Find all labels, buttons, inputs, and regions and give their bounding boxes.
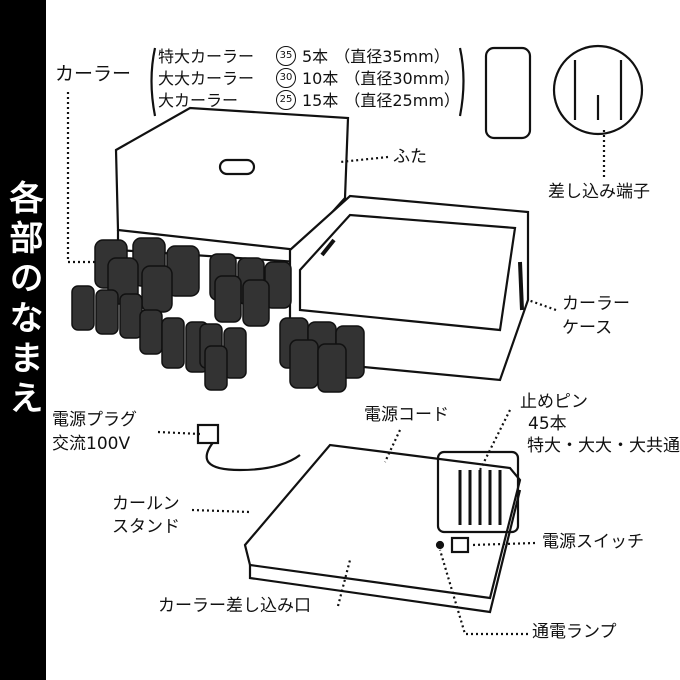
- plug-shape: [196, 423, 220, 445]
- lid-handle: [218, 158, 256, 176]
- lamp-label: 通電ランプ: [532, 622, 617, 642]
- pins-label: 止めピン: [520, 392, 588, 412]
- curler-diameter: （直径25mm）: [344, 91, 460, 110]
- cord-label: 電源コード: [364, 405, 449, 425]
- size-mark: 30: [276, 68, 296, 88]
- curler-count: 15本: [302, 91, 339, 110]
- pins-count: 45本: [528, 414, 567, 434]
- curler-table: 特大カーラー 35 5本 （直径35mm） 大大カーラー 30 10本 （直径3…: [158, 46, 460, 112]
- power-switch-shape: [450, 536, 470, 554]
- curler-detail: [484, 46, 532, 140]
- terminal-label: 差し込み端子: [548, 182, 650, 202]
- stand-label-2: スタンド: [112, 517, 180, 537]
- curler-label: カーラー: [55, 63, 132, 85]
- inlet-label: カーラー差し込み口: [158, 596, 311, 616]
- bracket-right: [458, 47, 465, 117]
- stand-label-1: カールン: [112, 494, 180, 514]
- bracket-left: [150, 47, 157, 117]
- switch-label: 電源スイッチ: [542, 532, 644, 552]
- curler-name: 大カーラー: [158, 91, 239, 110]
- terminal-detail: [552, 44, 644, 136]
- case-label-1: カーラー: [562, 294, 630, 314]
- curler-count: 10本: [302, 69, 339, 88]
- size-mark: 25: [276, 90, 296, 110]
- curler-set: [71, 237, 365, 393]
- voltage-label: 交流100V: [52, 434, 131, 454]
- curler-name: 特大カーラー: [158, 47, 255, 66]
- curler-name: 大大カーラー: [158, 69, 255, 88]
- curler-row: 特大カーラー 35 5本 （直径35mm）: [158, 46, 460, 68]
- leader-lines: [66, 92, 606, 636]
- case-label-2: ケース: [562, 318, 613, 338]
- plug-label: 電源プラグ: [52, 410, 137, 430]
- pins-note: 特大・大大・大共通: [527, 436, 680, 456]
- power-lamp-shape: [435, 540, 445, 550]
- curler-row: 大大カーラー 30 10本 （直径30mm）: [158, 68, 460, 90]
- size-mark: 35: [276, 46, 296, 66]
- curler-count: 5本: [302, 47, 329, 66]
- side-title: 各部のなまえ: [3, 180, 43, 420]
- curler-diameter: （直径35mm）: [334, 47, 450, 66]
- lid-label: ふた: [393, 147, 427, 167]
- curler-diameter: （直径30mm）: [344, 69, 460, 88]
- curler-row: 大カーラー 25 15本 （直径25mm）: [158, 90, 460, 112]
- sidebar: 各部のなまえ: [0, 0, 46, 680]
- pins: [458, 470, 502, 525]
- pin-tray: [436, 450, 520, 534]
